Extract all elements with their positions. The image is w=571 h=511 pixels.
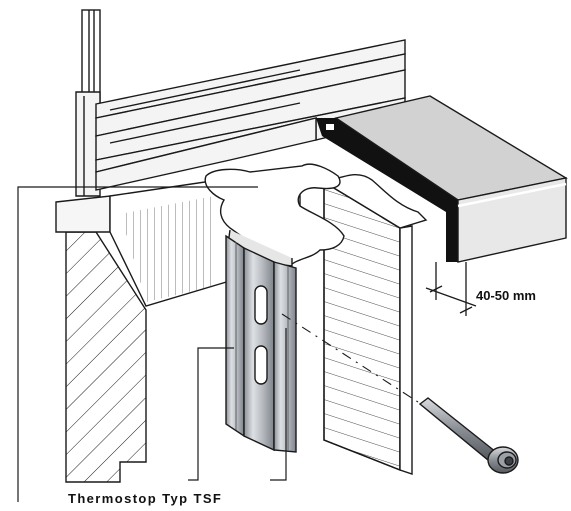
dimension-label: 40-50 mm — [476, 288, 536, 303]
bracket-slot-upper — [254, 285, 268, 325]
bracket-slot-lower — [254, 345, 268, 385]
window-frame-horizontal — [95, 39, 406, 191]
window-frame-vertical — [75, 9, 101, 197]
thermostop-bracket — [225, 234, 297, 453]
insulation-layer — [322, 173, 428, 475]
dimension-marker — [425, 262, 477, 316]
sealing-tape — [316, 118, 458, 262]
product-label: Thermostop Typ TSF — [68, 491, 223, 506]
sill-cutaway-top — [204, 163, 345, 267]
screw-axis-line — [281, 313, 419, 403]
fixing-screw — [418, 397, 519, 474]
masonry-wall — [55, 195, 147, 483]
leader-lines — [17, 186, 287, 502]
external-window-sill — [334, 95, 568, 263]
